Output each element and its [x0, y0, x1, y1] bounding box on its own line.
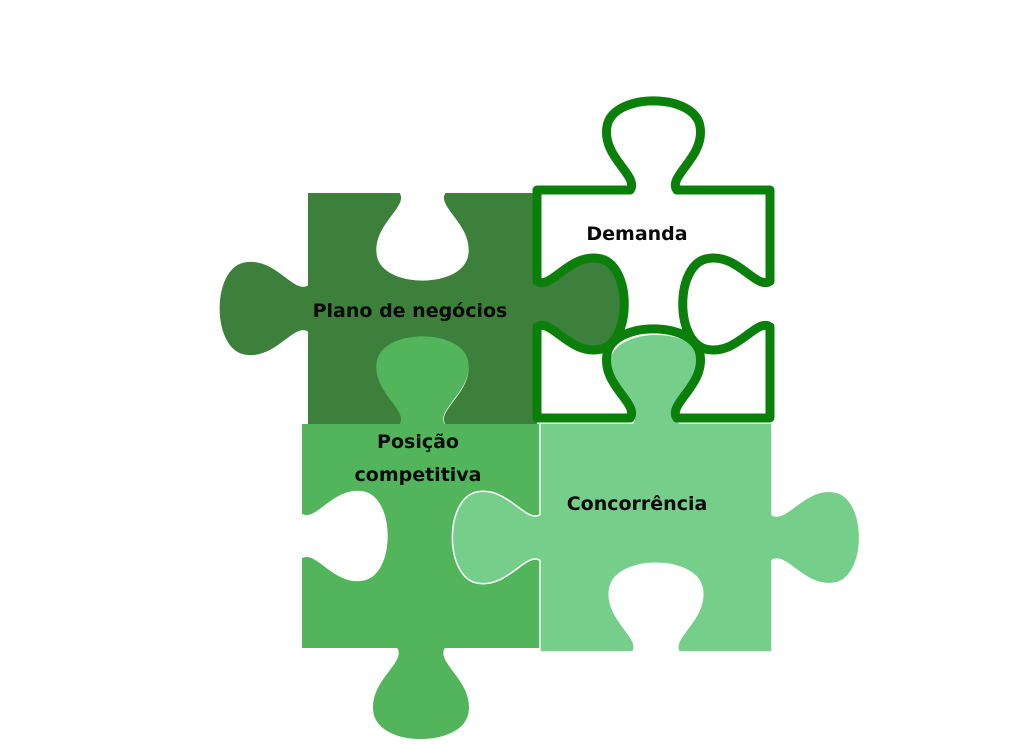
label-concorrencia: Concorrência	[567, 493, 708, 515]
label-demanda: Demanda	[586, 223, 687, 245]
label-competitiva: competitiva	[355, 464, 482, 486]
puzzle-piece-posicao-competitiva	[302, 332, 540, 740]
label-plano-de-negocios: Plano de negócios	[313, 300, 508, 322]
puzzle-piece-demanda	[532, 96, 775, 423]
label-posicao: Posição	[377, 431, 459, 453]
puzzle-piece-plano-de-negocios	[219, 193, 626, 424]
